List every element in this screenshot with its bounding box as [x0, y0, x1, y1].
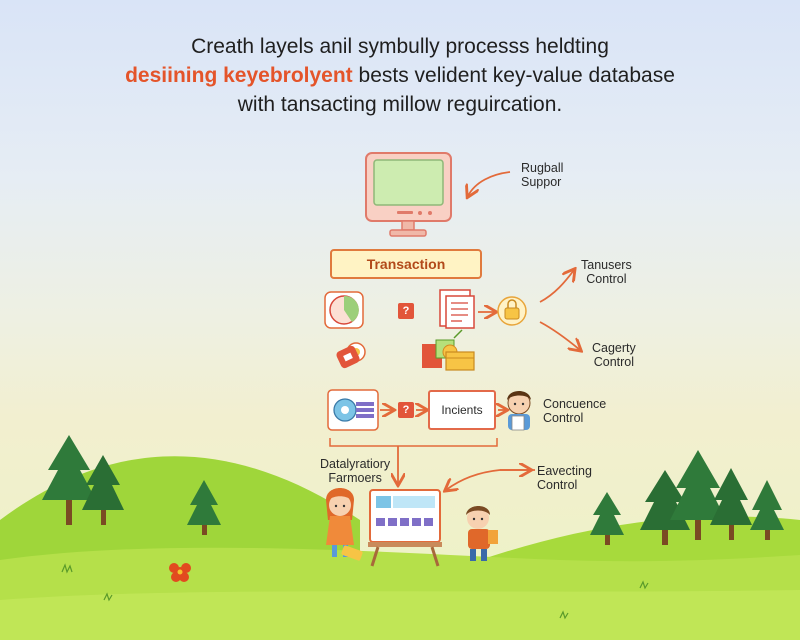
incidents-box: Incients — [428, 390, 496, 430]
question-icon: ? — [398, 303, 414, 319]
title-line-3: with tansacting millow reguircation. — [237, 93, 563, 116]
whiteboard-easel-icon — [368, 489, 442, 567]
trees-right — [590, 450, 784, 545]
arrow-rugball — [468, 171, 511, 196]
label-tanusers-line2: Control — [586, 272, 627, 286]
label-datalyratory-line1: Datalyratiory — [320, 457, 391, 471]
label-tanusers-line1: Tanusers — [581, 258, 632, 272]
grass-tuft — [103, 592, 113, 602]
girl-character — [326, 488, 363, 561]
label-eavecting-line1: Eavecting — [537, 464, 592, 478]
title-line-2: desiining keyebrolyent bests velident ke… — [0, 61, 800, 90]
boy-character — [466, 506, 498, 561]
flower-icon — [169, 563, 191, 582]
grass-tuft — [61, 563, 73, 574]
transaction-box: Transaction — [330, 249, 482, 279]
ground-light — [0, 590, 800, 640]
label-concuence-line2: Control — [543, 411, 584, 425]
arrow-lock-to-cagerty — [539, 321, 580, 350]
label-cagerty-line1: Cagerty — [592, 341, 636, 355]
label-concuence: Concuence Control — [543, 397, 606, 425]
arrow-eavecting — [446, 469, 535, 490]
title-line-2-rest: bests velident key-value database — [352, 64, 675, 87]
disk-storage-icon — [327, 389, 379, 431]
label-rugball: Rugball Suppor — [521, 161, 563, 189]
title-line-1: Creath layels anil symbully processs hel… — [191, 35, 609, 58]
bracket-line — [329, 438, 498, 447]
lock-icon — [497, 296, 527, 326]
label-rugball-line2: Suppor — [521, 175, 562, 189]
label-rugball-line1: Rugball — [521, 161, 564, 175]
grass-tuft — [639, 580, 649, 590]
computer-monitor-icon — [365, 152, 452, 237]
pie-chart-icon — [324, 291, 364, 329]
kid-with-clipboard — [507, 391, 531, 431]
question-icon: ? — [398, 402, 414, 418]
label-cagerty-line2: Control — [593, 355, 635, 369]
label-eavecting-line2: Control — [537, 478, 578, 492]
document-icon — [439, 289, 475, 329]
label-datalyratory-line2: Farmoers — [328, 471, 382, 485]
arrow-lock-to-tanusers — [539, 270, 574, 303]
grass-tuft — [559, 610, 569, 620]
label-tanusers: Tanusers Control — [581, 258, 632, 286]
boxes-icon — [422, 329, 475, 371]
trees-left — [42, 435, 221, 535]
label-concuence-line1: Concuence — [543, 397, 607, 411]
label-eavecting: Eavecting Control — [537, 464, 592, 492]
label-datalyratory: Datalyratiory Farmoers — [320, 457, 390, 485]
label-cagerty: Cagerty Control — [592, 341, 636, 369]
badge-icon — [336, 342, 366, 369]
title-highlight: desiining keyebrolyent — [125, 64, 353, 87]
page-title: Creath layels anil symbully processs hel… — [0, 32, 800, 119]
